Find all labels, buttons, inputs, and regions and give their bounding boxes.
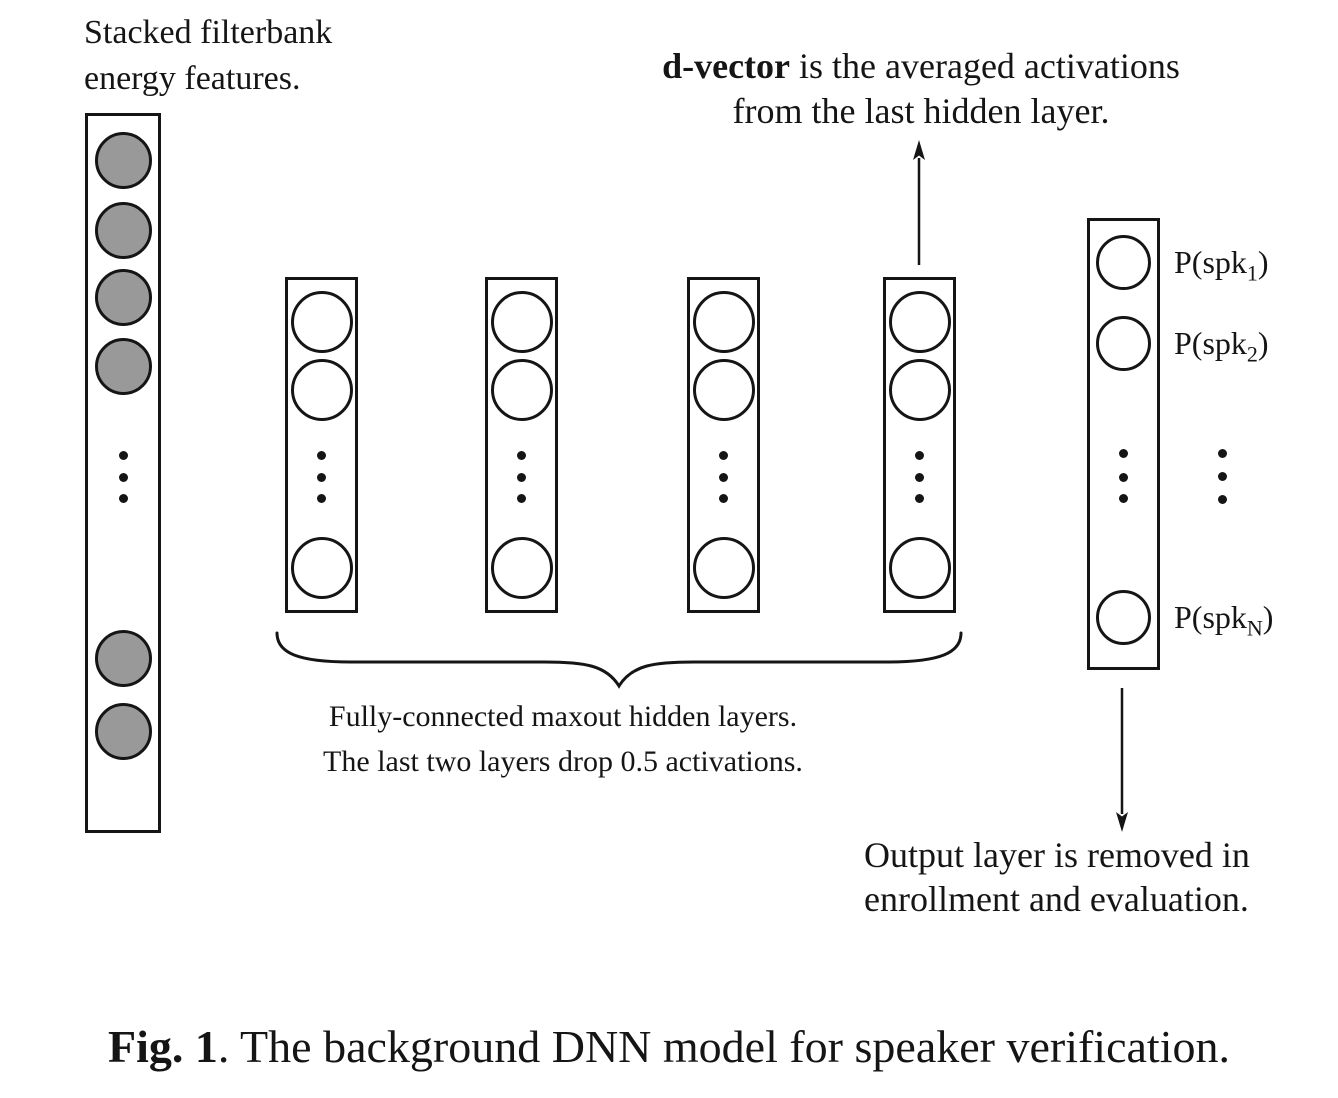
- output-node-label-n: P(spkN): [1174, 599, 1274, 641]
- hidden-node-circle: [490, 291, 553, 353]
- ellipsis-dot: [517, 493, 526, 503]
- hidden-layer-box-4: [883, 277, 956, 613]
- output-node-label-1: P(spk1): [1174, 244, 1269, 286]
- input-layer-box: [85, 113, 161, 833]
- ellipsis-dot: [719, 493, 728, 503]
- ellipsis-dot: [719, 472, 728, 482]
- figure-caption: Fig. 1. The background DNN model for spe…: [0, 1018, 1338, 1076]
- input-node-circle: [94, 268, 152, 326]
- input-node-circle: [94, 337, 152, 395]
- hidden-node-circle: [888, 291, 951, 353]
- output-removed-caption: Output layer is removed in enrollment an…: [864, 833, 1250, 921]
- subscript-1: 1: [1246, 260, 1258, 286]
- figure-caption-label: Fig. 1: [108, 1021, 218, 1072]
- hidden-layers-caption: Fully-connected maxout hidden layers. Th…: [263, 694, 863, 784]
- input-node-circle: [94, 629, 152, 687]
- hidden-node-circle: [290, 291, 353, 353]
- ellipsis-dot: [1218, 472, 1227, 481]
- subscript-2: 2: [1246, 341, 1258, 367]
- hidden-layer-box-3: [687, 277, 760, 613]
- output-removed-caption-line1: Output layer is removed in: [864, 835, 1250, 875]
- input-layer-label: Stacked filterbank energy features.: [84, 10, 332, 102]
- output-node-circle: [1096, 234, 1151, 290]
- ellipsis-dot: [118, 450, 128, 460]
- output-removed-caption-line2: enrollment and evaluation.: [864, 879, 1249, 919]
- ellipsis-dot: [517, 472, 526, 482]
- input-node-circle: [94, 201, 152, 259]
- input-layer-label-line1: Stacked filterbank: [84, 14, 333, 51]
- ellipsis-dot: [1119, 448, 1128, 458]
- dvector-arrow-icon: [913, 140, 925, 265]
- ellipsis-dot: [517, 450, 526, 460]
- ellipsis-dot: [317, 472, 326, 482]
- subscript-n: N: [1246, 615, 1263, 641]
- hidden-node-circle: [692, 537, 755, 599]
- output-removed-arrow-icon: [1116, 688, 1128, 832]
- ellipsis-dot: [317, 450, 326, 460]
- output-node-circle: [1096, 315, 1151, 371]
- ellipsis-dot: [1218, 449, 1227, 458]
- hidden-node-circle: [888, 537, 951, 599]
- ellipsis-dot: [1119, 493, 1128, 503]
- ellipsis-dot: [1218, 495, 1227, 504]
- dvector-annotation: d-vector is the averaged activations fro…: [621, 44, 1221, 134]
- dvector-term: d-vector: [662, 46, 791, 86]
- hidden-node-circle: [490, 359, 553, 421]
- figure-caption-text: . The background DNN model for speaker v…: [217, 1021, 1230, 1072]
- ellipsis-dot: [915, 493, 924, 503]
- hidden-layers-caption-line1: Fully-connected maxout hidden layers.: [328, 700, 798, 733]
- hidden-node-circle: [692, 359, 755, 421]
- input-node-circle: [94, 702, 152, 760]
- ellipsis-dot: [317, 493, 326, 503]
- hidden-node-circle: [888, 359, 951, 421]
- hidden-node-circle: [290, 537, 353, 599]
- input-layer-label-line2: energy features.: [84, 60, 301, 97]
- output-layer-box: [1087, 218, 1160, 670]
- dvector-line1-rest: is the averaged activations: [790, 46, 1180, 86]
- ellipsis-dot: [1119, 472, 1128, 482]
- hidden-node-circle: [490, 537, 553, 599]
- hidden-node-circle: [290, 359, 353, 421]
- hidden-node-circle: [692, 291, 755, 353]
- hidden-layer-box-2: [485, 277, 558, 613]
- hidden-layers-brace-icon: [275, 631, 963, 689]
- hidden-layer-box-1: [285, 277, 358, 613]
- hidden-layers-caption-line2: The last two layers drop 0.5 activations…: [323, 745, 803, 778]
- output-node-label-2: P(spk2): [1174, 325, 1269, 367]
- ellipsis-dot: [915, 472, 924, 482]
- ellipsis-dot: [719, 450, 728, 460]
- ellipsis-dot: [118, 472, 128, 482]
- input-node-circle: [94, 131, 152, 189]
- dvector-annotation-line1: d-vector is the averaged activations: [621, 44, 1221, 89]
- ellipsis-dot: [915, 450, 924, 460]
- output-node-circle: [1096, 589, 1151, 645]
- ellipsis-dot: [118, 493, 128, 503]
- output-labels-ellipsis: [1218, 449, 1227, 518]
- dvector-annotation-line2: from the last hidden layer.: [732, 91, 1110, 131]
